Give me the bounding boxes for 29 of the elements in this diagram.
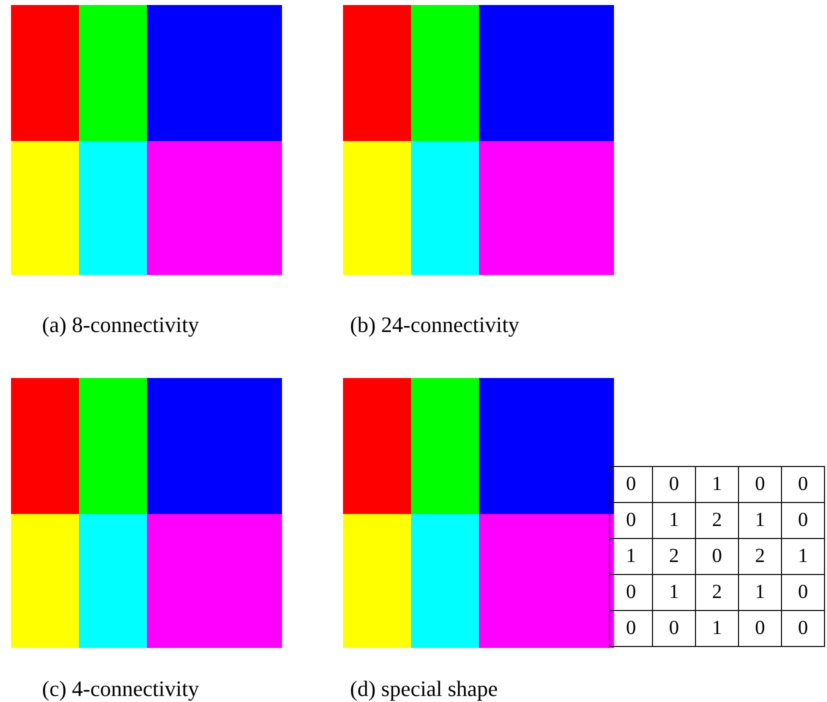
table-cell: 0 bbox=[738, 610, 782, 646]
table-cell: 1 bbox=[652, 574, 696, 610]
table-cell: 1 bbox=[652, 502, 696, 538]
table-cell: 0 bbox=[782, 466, 824, 502]
table-cell: 0 bbox=[782, 502, 824, 538]
table-cell: 2 bbox=[652, 538, 696, 574]
figure-caption: (b) 24-connectivity bbox=[350, 312, 520, 338]
table-cell: 0 bbox=[610, 466, 652, 502]
table-cell: 0 bbox=[782, 610, 824, 646]
table-cell: 1 bbox=[782, 538, 824, 574]
figure-caption: (c) 4-connectivity bbox=[42, 676, 199, 702]
table-cell: 2 bbox=[738, 538, 782, 574]
table-cell: 2 bbox=[696, 574, 738, 610]
table-cell: 0 bbox=[652, 610, 696, 646]
table-cell: 2 bbox=[696, 502, 738, 538]
table-cell: 1 bbox=[738, 502, 782, 538]
table-cell: 1 bbox=[696, 466, 738, 502]
table-cell: 0 bbox=[652, 466, 696, 502]
table-cell: 0 bbox=[782, 574, 824, 610]
table-cell: 0 bbox=[696, 538, 738, 574]
table-cell: 0 bbox=[610, 574, 652, 610]
table-cell: 1 bbox=[696, 610, 738, 646]
table-cell: 0 bbox=[610, 610, 652, 646]
table-cell: 1 bbox=[610, 538, 652, 574]
figure-caption: (a) 8-connectivity bbox=[42, 312, 199, 338]
figure-caption: (d) special shape bbox=[350, 676, 498, 702]
table-cell: 1 bbox=[738, 574, 782, 610]
table-cell: 0 bbox=[610, 502, 652, 538]
table-cell: 0 bbox=[738, 466, 782, 502]
